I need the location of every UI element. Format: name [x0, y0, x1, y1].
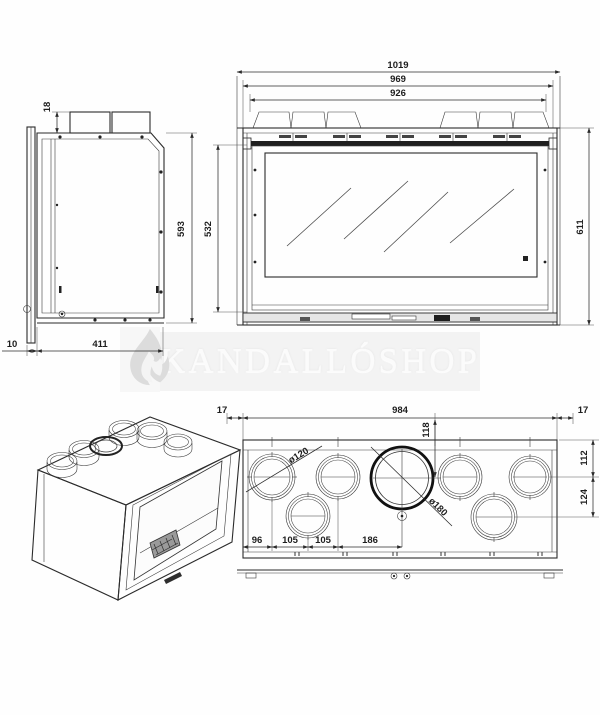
top-view: 17 984 17	[217, 405, 599, 580]
isometric-view	[31, 416, 242, 601]
glass-reflections	[286, 180, 515, 253]
duct-collars-front	[252, 111, 550, 129]
iso-glass-opening	[133, 460, 223, 581]
dim-side-right: 17	[578, 405, 589, 416]
watermark-brand: KANDALLÓSHOP	[160, 331, 480, 391]
dim-total-height: 611	[575, 219, 586, 235]
dia-big: ø180	[426, 496, 449, 519]
fixing-clamps	[279, 133, 521, 141]
dim-collar-span: 926	[390, 88, 406, 99]
iso-collars	[46, 420, 193, 478]
dim-frame-width: 969	[390, 74, 406, 85]
dim-body-height: 593	[176, 221, 187, 237]
dim-chain-105b: 105	[315, 535, 332, 546]
side-view: 18 593 10 411	[2, 102, 197, 356]
dim-depth: 411	[92, 339, 108, 350]
watermark-flame-tile	[120, 327, 170, 392]
duct-collar	[69, 111, 111, 134]
iso-big-ring	[89, 436, 123, 456]
watermark: KANDALLÓSHOP	[120, 327, 480, 392]
dim-row1-offset: 112	[579, 450, 590, 465]
iso-grate	[149, 529, 181, 559]
dim-flange-offset: 10	[7, 339, 18, 350]
dim-side-left: 17	[217, 405, 228, 416]
dim-chain-186: 186	[362, 535, 378, 546]
dim-row2-offset: 124	[579, 488, 590, 505]
dim-glass-height: 532	[203, 221, 214, 237]
dim-width: 984	[392, 405, 409, 416]
dim-outer-width: 1019	[387, 60, 408, 71]
front-view: 1019 969 926	[203, 60, 594, 326]
pilot-hole	[397, 511, 407, 521]
big-collar-opening	[369, 445, 441, 547]
dim-big-collar-offset: 118	[421, 422, 432, 437]
door-handle	[523, 256, 528, 261]
dim-chain-105a: 105	[282, 535, 299, 546]
collar-openings	[247, 445, 552, 547]
dim-chain-96: 96	[252, 535, 263, 546]
flame-icon	[130, 328, 170, 386]
dim-collar-height: 18	[42, 102, 53, 113]
dia-small: ø120	[287, 446, 311, 467]
frame-top-band	[243, 141, 557, 146]
duct-collar	[111, 111, 151, 134]
glass-pane	[264, 152, 538, 278]
